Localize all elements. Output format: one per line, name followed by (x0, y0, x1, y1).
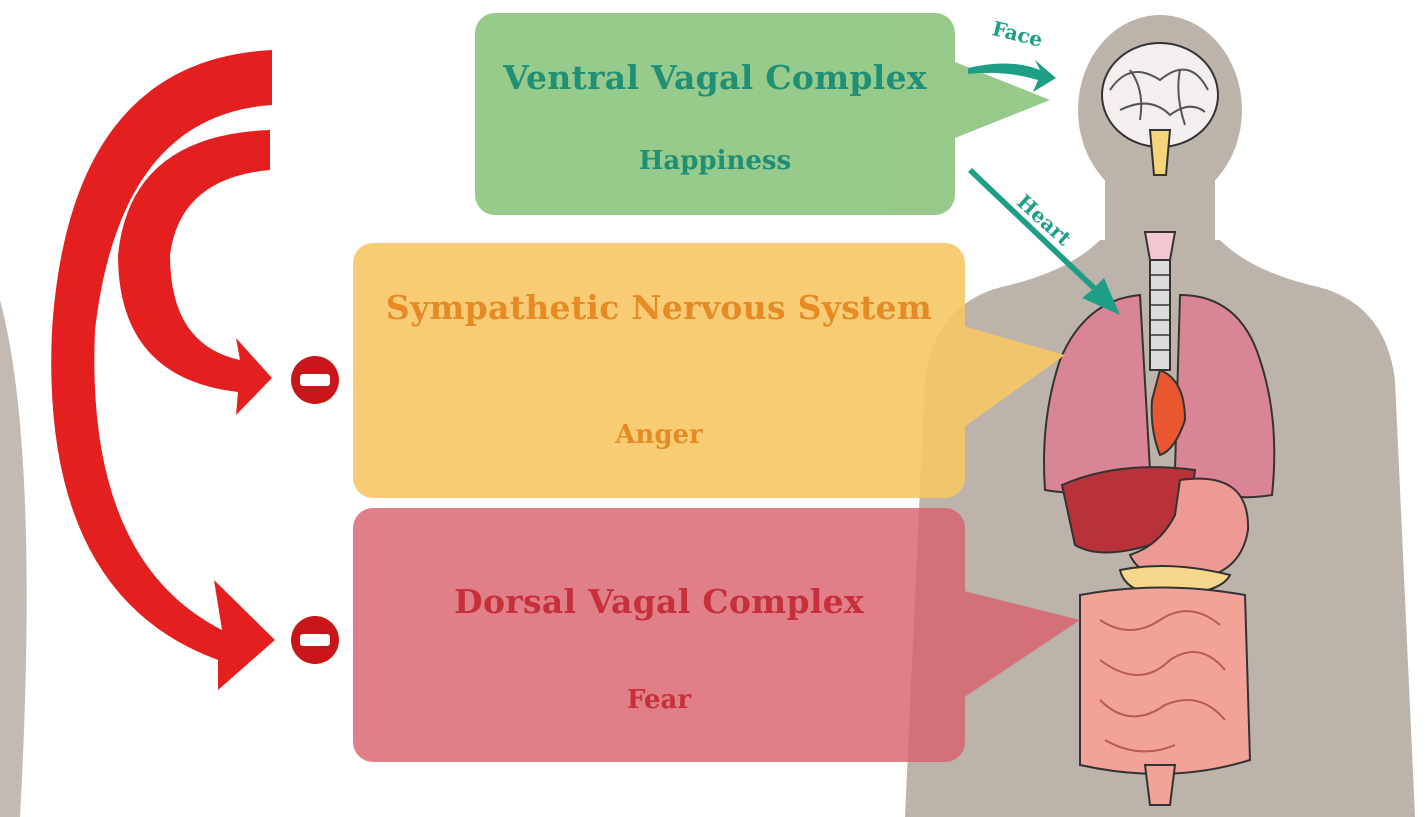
sympathetic-title: Sympathetic Nervous System (353, 288, 965, 327)
dorsal-title: Dorsal Vagal Complex (353, 582, 965, 621)
ventral-box-shape (475, 13, 1050, 215)
left-body-silhouette (0, 300, 27, 817)
ventral-title: Ventral Vagal Complex (475, 58, 955, 97)
dorsal-emotion: Fear (353, 685, 965, 715)
trachea-icon (1145, 232, 1175, 370)
ventral-emotion: Happiness (475, 146, 955, 176)
inhibit-bottom-icon (291, 616, 339, 664)
inhibit-top-icon (291, 356, 339, 404)
sympathetic-box-shape (353, 243, 1065, 498)
sympathetic-emotion: Anger (353, 420, 965, 450)
